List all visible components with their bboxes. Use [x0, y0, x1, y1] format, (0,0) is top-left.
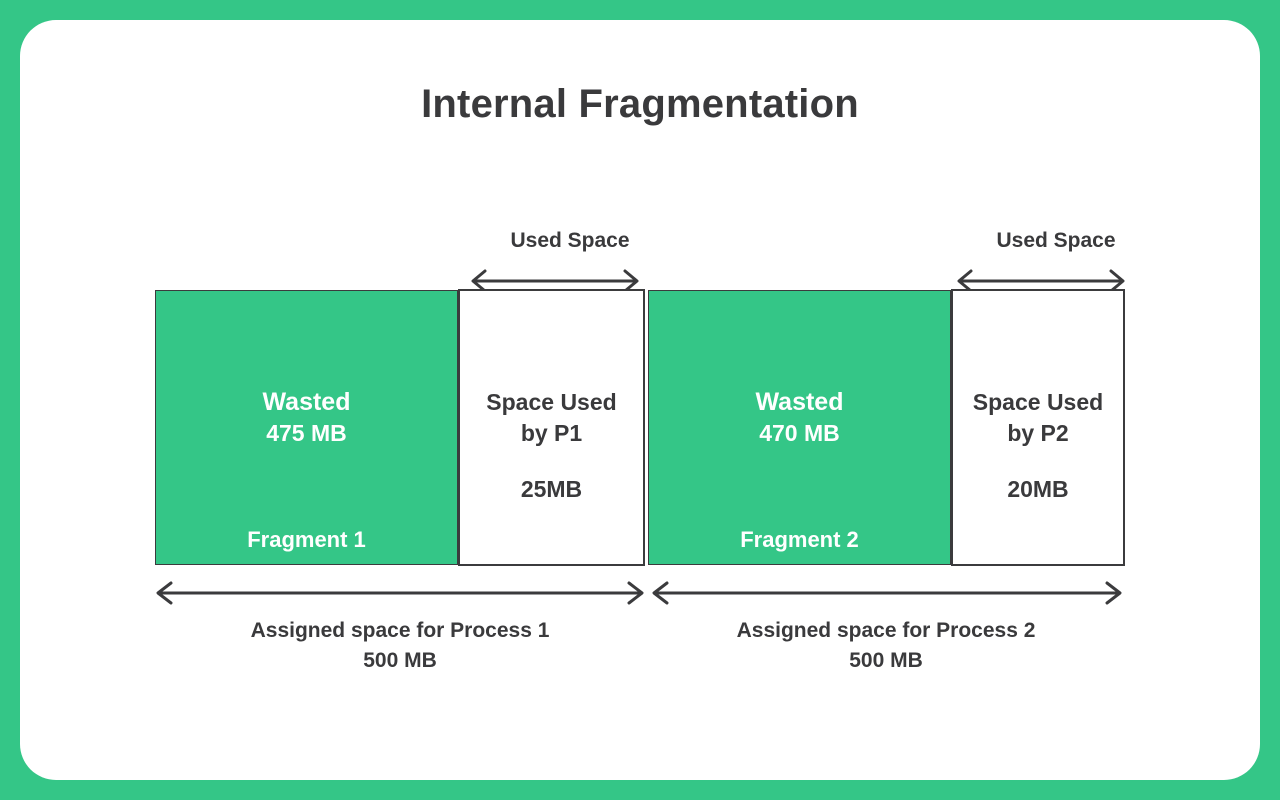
assigned-space-label-p2: Assigned space for Process 2 500 MB [611, 616, 1161, 676]
assigned-space-label-p1-line2: 500 MB [363, 649, 437, 672]
used-title-p1: Space Used by P1 [460, 387, 643, 449]
wasted-title-p1: Wasted [262, 388, 351, 416]
memory-row: Wasted 475 MB Fragment 1 Space Used by P… [20, 289, 1260, 566]
wasted-block-p2-content: Wasted 470 MB Fragment 2 [649, 291, 950, 564]
white-card: Internal Fragmentation Used Space Used S… [20, 20, 1260, 780]
used-title-p1-line2: by P1 [520, 420, 583, 446]
fragmentation-diagram: Used Space Used Space Wasted 475 [20, 20, 1260, 780]
used-title-p2-line2: by P2 [1007, 420, 1069, 446]
used-block-p1[interactable]: Space Used by P1 25MB [458, 289, 645, 566]
assigned-space-label-p1-line1: Assigned space for Process 1 [250, 619, 550, 642]
used-title-p2-line1: Space Used [972, 389, 1104, 415]
wasted-block-p2[interactable]: Wasted 470 MB Fragment 2 [648, 290, 951, 565]
wasted-block-p1-content: Wasted 475 MB Fragment 1 [156, 291, 457, 564]
wasted-block-p1[interactable]: Wasted 475 MB Fragment 1 [155, 290, 458, 565]
used-size-p2: 20MB [1007, 476, 1069, 502]
page-title: Internal Fragmentation [421, 82, 859, 126]
used-space-label-p1: Used Space [510, 229, 630, 252]
used-space-arrow-p1 [471, 269, 639, 293]
fragment-label-1: Fragment 1 [247, 527, 366, 552]
assigned-space-arrow-p2 [652, 581, 1122, 605]
used-title-p2: Space Used by P2 [953, 387, 1123, 449]
wasted-size-p2: 470 MB [759, 420, 840, 446]
used-title-p1-line1: Space Used [486, 389, 617, 415]
assigned-space-label-p2-line2: 500 MB [849, 649, 923, 672]
assigned-space-arrow-p1 [156, 581, 644, 605]
used-space-arrow-p2 [957, 269, 1125, 293]
wasted-title-p2: Wasted [755, 388, 844, 416]
used-block-p2[interactable]: Space Used by P2 20MB [951, 289, 1125, 566]
assigned-space-label-p1: Assigned space for Process 1 500 MB [125, 616, 675, 676]
assigned-space-label-p2-line1: Assigned space for Process 2 [736, 619, 1036, 642]
wasted-size-p1: 475 MB [266, 420, 347, 446]
fragment-label-2: Fragment 2 [740, 527, 859, 552]
used-size-p1: 25MB [520, 476, 583, 502]
used-space-label-p2: Used Space [996, 229, 1116, 252]
